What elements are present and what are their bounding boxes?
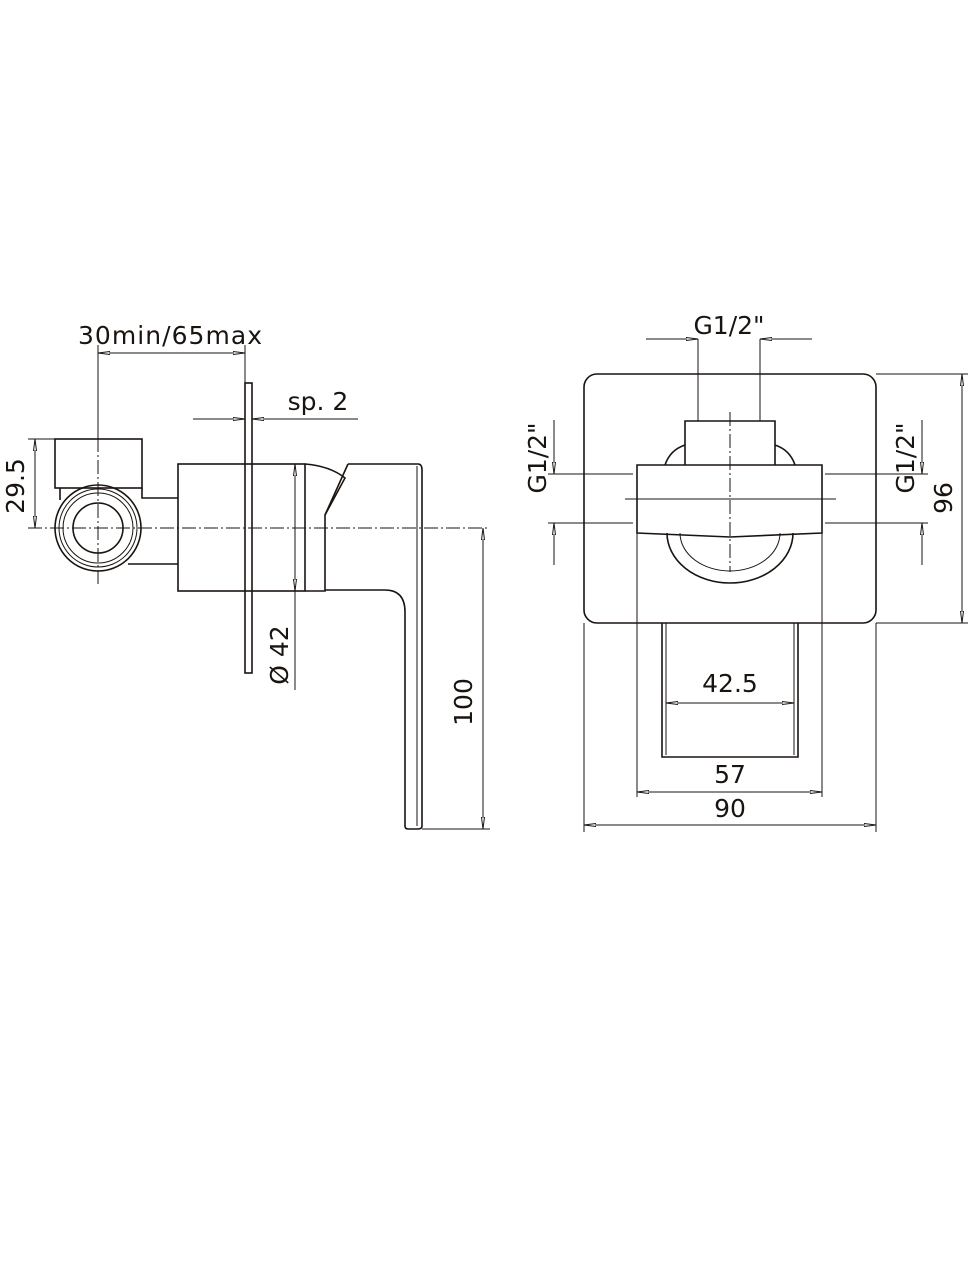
cover-plate <box>583 373 877 624</box>
dial-arc <box>666 532 794 584</box>
valve-neck <box>59 488 178 565</box>
side-view: 30min/65max sp. 2 29.5 Ø 42 100 <box>1 321 490 830</box>
valve-body-front <box>636 464 823 538</box>
wall-plate <box>244 382 253 674</box>
plate-height-label: 96 <box>929 482 958 514</box>
body-diameter-label: Ø 42 <box>265 625 294 684</box>
lever-width-label: 42.5 <box>702 669 758 698</box>
plate-thickness-label: sp. 2 <box>288 387 349 416</box>
right-connection-label: G1/2" <box>891 422 920 493</box>
pipe-inlet <box>54 484 142 572</box>
valve-body <box>177 463 306 592</box>
top-connection-label: G1/2" <box>693 311 764 340</box>
dial-arc-top <box>664 444 796 466</box>
lever-front <box>661 623 799 758</box>
depth-dimension-label: 30min/65max <box>78 321 262 350</box>
front-view: G1/2" G1/2" G1/2" 96 42.5 57 90 <box>523 311 968 832</box>
lever-length-label: 100 <box>449 678 478 726</box>
inlet-offset-label: 29.5 <box>1 458 30 514</box>
left-connection-label: G1/2" <box>523 422 552 493</box>
lever-handle <box>324 463 423 830</box>
plate-width-label: 90 <box>714 794 746 823</box>
body-width-label: 57 <box>714 760 746 789</box>
